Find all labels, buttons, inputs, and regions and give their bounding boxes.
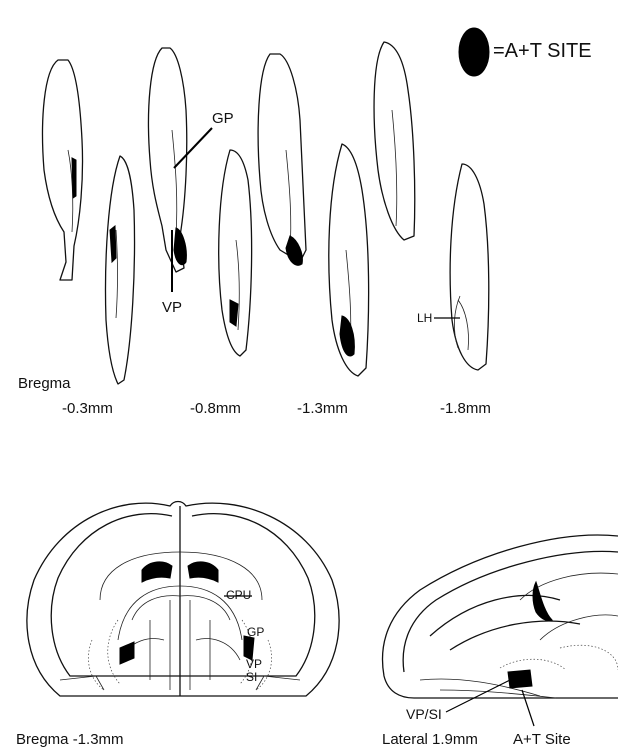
lh-label: LH	[417, 312, 432, 324]
vpsi-leader-line	[446, 680, 510, 712]
gp-bottom-label: GP	[247, 626, 264, 638]
coronal-caption: Bregma -1.3mm	[16, 732, 124, 747]
gp-label: GP	[212, 111, 234, 126]
lateral-caption: Lateral 1.9mm	[382, 732, 478, 747]
sagittal-section	[383, 535, 618, 698]
vp-label: VP	[162, 300, 182, 315]
coronal-section	[27, 502, 339, 697]
site-caption: A+T Site	[513, 732, 571, 747]
si-bottom-label: SI	[246, 671, 257, 683]
gp-leader-line	[174, 128, 212, 168]
legend-site-symbol	[459, 28, 489, 76]
cpu-label: CPU	[226, 589, 251, 601]
legend-label: =A+T SITE	[493, 41, 592, 61]
level-label-3: -1.3mm	[297, 401, 348, 416]
slice-bregma-0-3	[43, 60, 135, 384]
level-label-2: -0.8mm	[190, 401, 241, 416]
vpsi-label: VP/SI	[406, 707, 442, 721]
bregma-label: Bregma	[18, 376, 71, 391]
level-label-1: -0.3mm	[62, 401, 113, 416]
slice-bregma-1-3	[258, 54, 368, 376]
vp-bottom-label: VP	[246, 658, 262, 670]
level-label-4: -1.8mm	[440, 401, 491, 416]
